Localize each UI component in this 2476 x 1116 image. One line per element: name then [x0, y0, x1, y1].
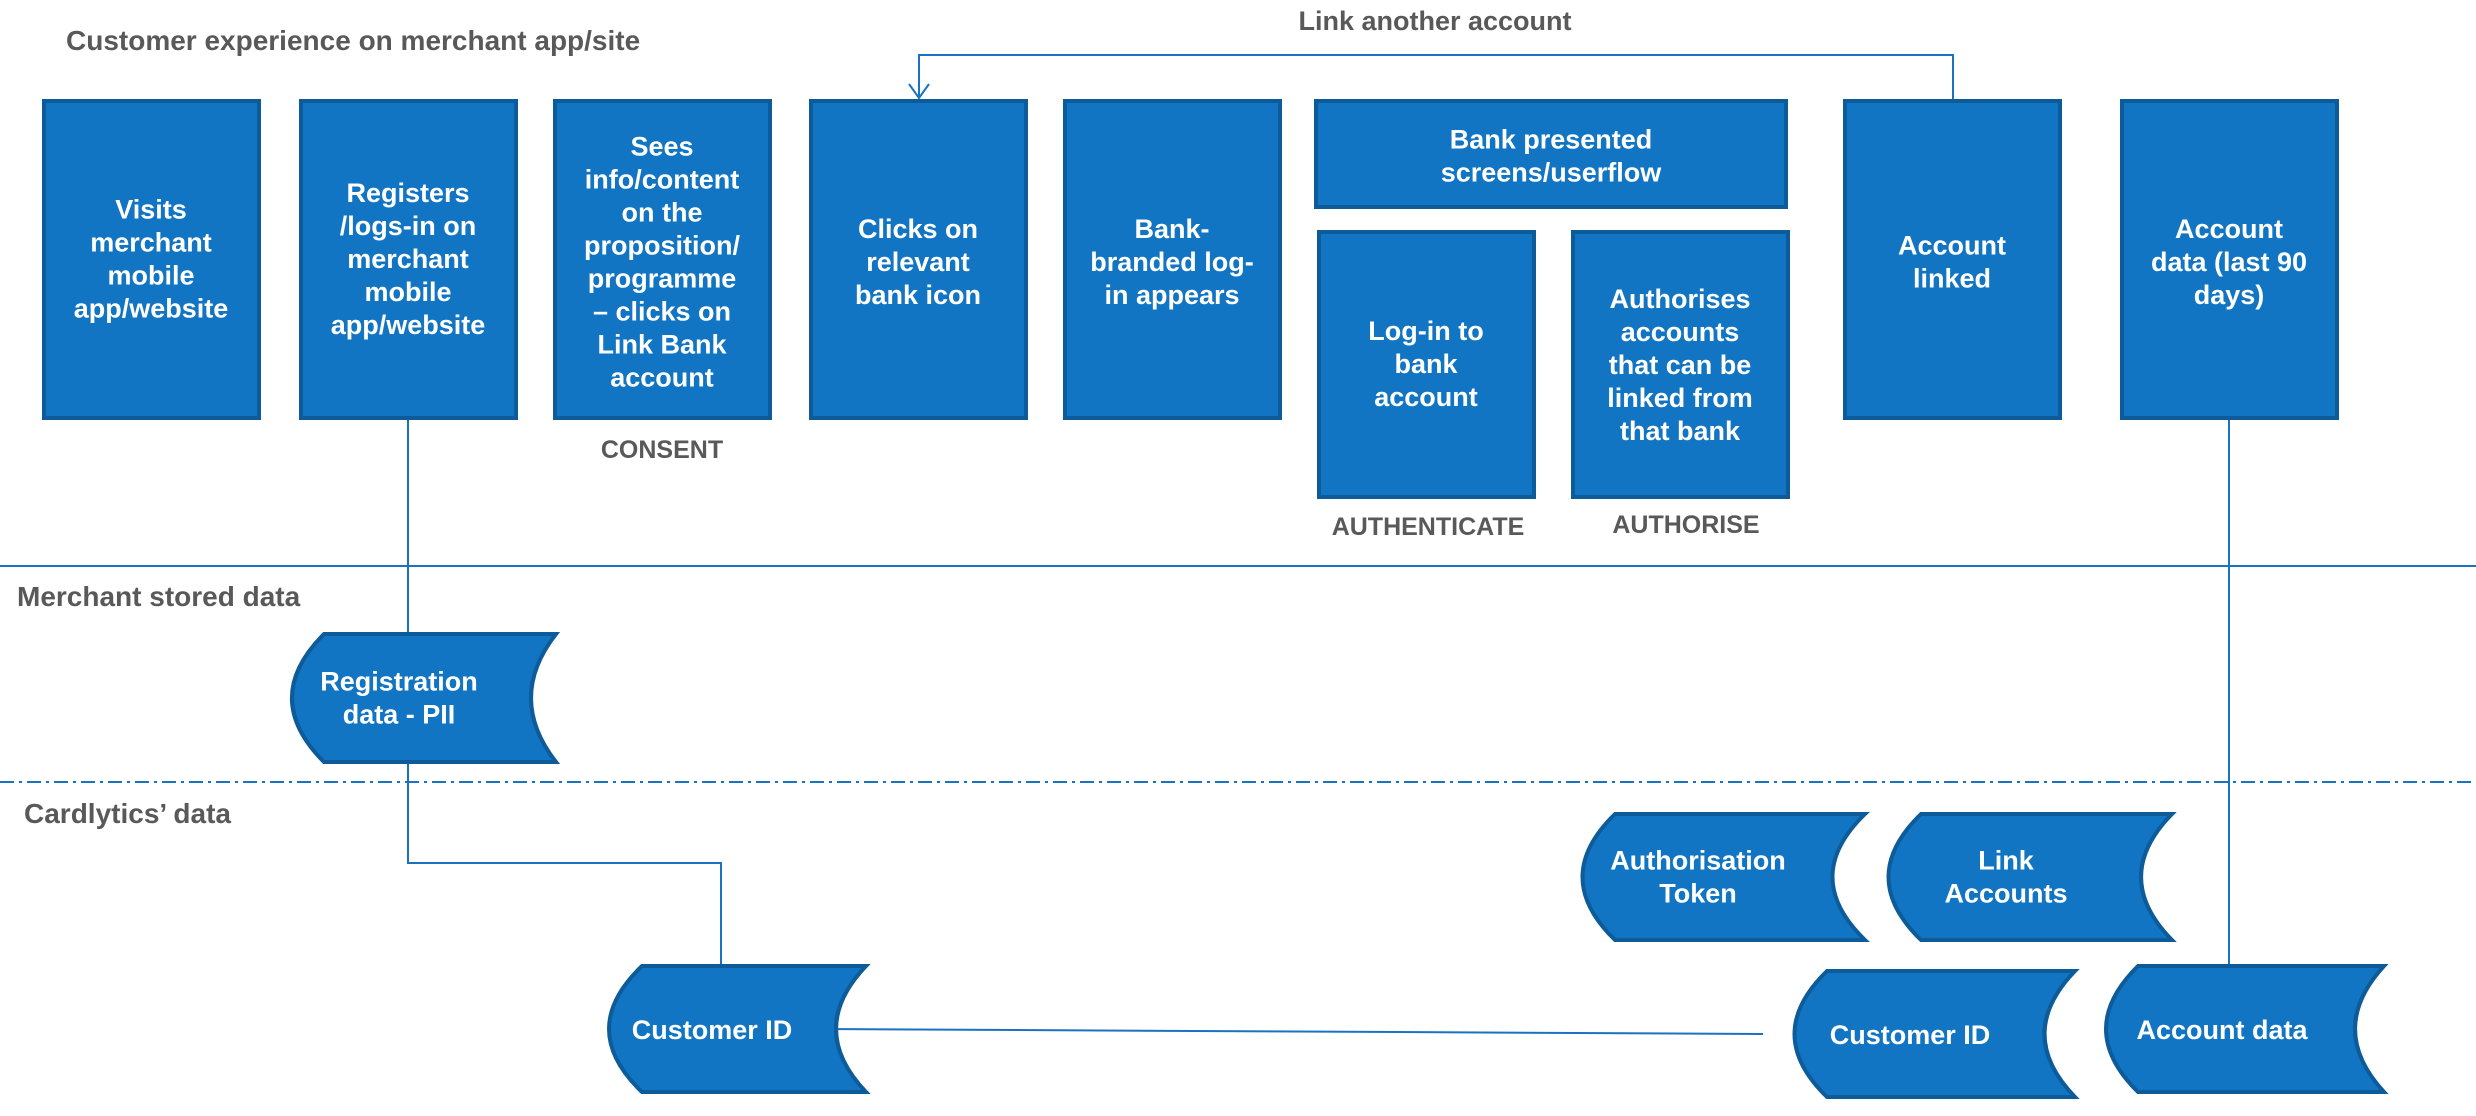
label-line: account: [1374, 382, 1478, 412]
label-line: proposition/: [584, 231, 740, 261]
step-bank-branded-login: Bank-branded log-in appears: [1063, 99, 1282, 420]
stage-label-authorise: AUTHORISE: [1612, 511, 1759, 539]
label-line: Authorises: [1609, 284, 1750, 314]
label-line: Accounts: [1944, 879, 2067, 909]
label-line: accounts: [1621, 317, 1740, 347]
label-line: mobile: [364, 277, 451, 307]
label-line: /logs-in on: [340, 211, 476, 241]
label-line: relevant: [866, 247, 970, 277]
label-line: Clicks on: [858, 214, 978, 244]
label-line: Customer ID: [1830, 1020, 1991, 1050]
label-line: days): [2194, 280, 2265, 310]
label-line: in appears: [1104, 280, 1239, 310]
label-line: – clicks on: [593, 297, 731, 327]
label-line: Account: [1898, 231, 2006, 261]
label-line: Bank presented: [1450, 125, 1653, 155]
label-line: merchant: [90, 228, 212, 258]
label-line: linked from: [1607, 383, 1753, 413]
label-line: Bank-: [1134, 214, 1209, 244]
store-text: Customer ID: [1830, 1020, 1991, 1050]
label-line: Authorisation: [1610, 846, 1786, 876]
loop-label: Link another account: [1298, 6, 1571, 36]
label-line: Log-in to: [1368, 316, 1483, 346]
label-line: that bank: [1620, 416, 1741, 446]
stage-label-authenticate: AUTHENTICATE: [1332, 513, 1525, 541]
label-line: Link Bank: [597, 330, 727, 360]
label-line: bank: [1394, 349, 1458, 379]
label-line: data - PII: [343, 700, 456, 730]
label-line: on the: [622, 198, 703, 228]
stage-label-consent: CONSENT: [601, 436, 723, 464]
label-line: Account: [2175, 214, 2283, 244]
store-text: Account data: [2136, 1015, 2308, 1045]
label-line: data (last 90: [2151, 247, 2307, 277]
label-line: Sees: [630, 132, 693, 162]
label-line: Link: [1978, 846, 2034, 876]
step-text: Bank-branded log-in appears: [1090, 214, 1254, 310]
section-label-merchant-stored: Merchant stored data: [17, 581, 301, 612]
label-line: Customer ID: [632, 1015, 793, 1045]
label-line: linked: [1913, 264, 1991, 294]
label-line: app/website: [331, 310, 486, 340]
store-text: Customer ID: [632, 1015, 793, 1045]
label-line: that can be: [1609, 350, 1752, 380]
label-line: info/content: [585, 165, 739, 195]
label-line: mobile: [107, 261, 194, 291]
connector-customer-id-link: [821, 1028, 1764, 1035]
store-customer-id-left: Customer ID: [607, 964, 871, 1094]
label-line: app/website: [74, 294, 229, 324]
connector-link-another-account: [918, 54, 1954, 101]
label-line: screens/userflow: [1441, 158, 1663, 188]
label-line: Registers: [346, 178, 469, 208]
label-line: Visits: [115, 195, 187, 225]
section-label-cardlytics: Cardlytics’ data: [24, 798, 231, 829]
label-line: merchant: [347, 244, 469, 274]
connector-registration-to-customer-id: [407, 762, 722, 966]
label-line: Registration: [320, 667, 478, 697]
label-line: branded log-: [1090, 247, 1254, 277]
label-line: Token: [1659, 879, 1737, 909]
store-account-data: Account data: [2104, 964, 2389, 1094]
arrowhead-icon: [908, 83, 930, 100]
label-line: programme: [588, 264, 737, 294]
label-line: bank icon: [855, 280, 981, 310]
store-customer-id-right: Customer ID: [1792, 969, 2080, 1099]
label-line: Account data: [2136, 1015, 2308, 1045]
label-line: account: [610, 363, 714, 393]
section-label-customer-experience: Customer experience on merchant app/site: [66, 25, 640, 56]
